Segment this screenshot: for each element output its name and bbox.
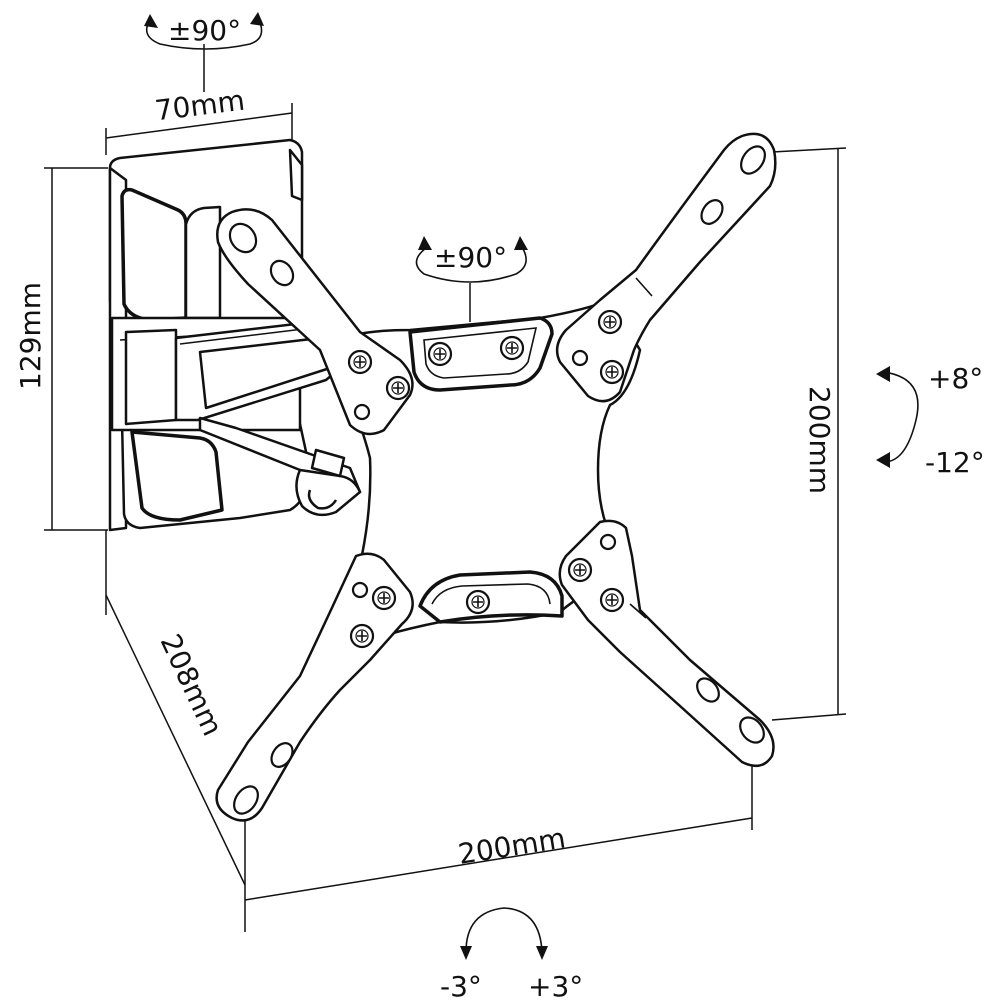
vesa-arm-bottom-left [215,552,414,822]
screws [347,309,625,649]
screw-icon [597,309,623,335]
label-tilt-up: +8° [928,362,983,395]
rotation-arrow-plate [415,236,528,322]
label-wall-swivel: ±90° [168,14,241,47]
vesa-arm-top-left [216,208,414,436]
label-plate-height: 129mm [14,282,47,390]
label-level-left: -3° [440,970,482,1000]
articulating-arm [174,318,362,517]
label-tilt-down: -12° [925,446,985,479]
rotation-arrow-top [144,12,264,92]
label-vesa-width: 200mm [456,821,568,870]
label-plate-rotation: ±90° [434,241,507,274]
tilt-arrow [876,366,919,468]
label-level-right: +3° [528,970,583,1000]
dimension-depth [105,530,246,886]
screw-icon [599,587,625,613]
vesa-arm-bottom-right [558,519,775,768]
label-vesa-height: 200mm [803,386,836,494]
dimension-arm-width [105,103,293,155]
label-depth: 208mm [154,629,230,741]
screw-icon [567,557,593,583]
screw-icon [371,585,397,611]
dimension-vesa-height [771,147,847,721]
screw-icon [427,341,453,367]
screw-icon [465,589,491,615]
vesa-center-plate [338,298,642,642]
screw-icon [349,623,375,649]
screw-icon [499,335,525,361]
level-arrow [460,907,548,960]
vesa-arm-top-right [555,132,777,403]
screw-icon [347,349,373,375]
screw-icon [599,359,625,385]
screw-icon [385,375,411,401]
dimension-plate-height [44,167,108,531]
